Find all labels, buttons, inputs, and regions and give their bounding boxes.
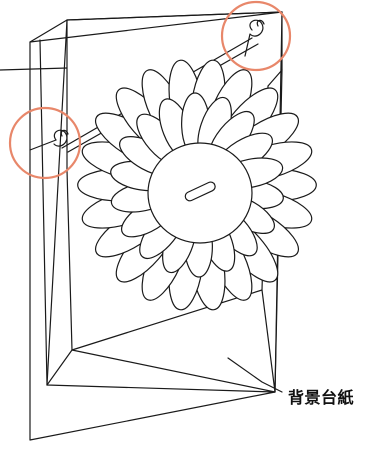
hook-left [29, 129, 69, 151]
flower-center-slot [184, 181, 216, 202]
highlight-circles [8, 0, 292, 180]
callout-label: 背景台紙 [288, 388, 355, 407]
highlight-circle-top [220, 0, 292, 72]
highlight-circle-left [8, 106, 82, 180]
flower [77, 59, 317, 311]
callout-leader-line [227, 357, 283, 393]
hook-top-right [244, 19, 265, 57]
